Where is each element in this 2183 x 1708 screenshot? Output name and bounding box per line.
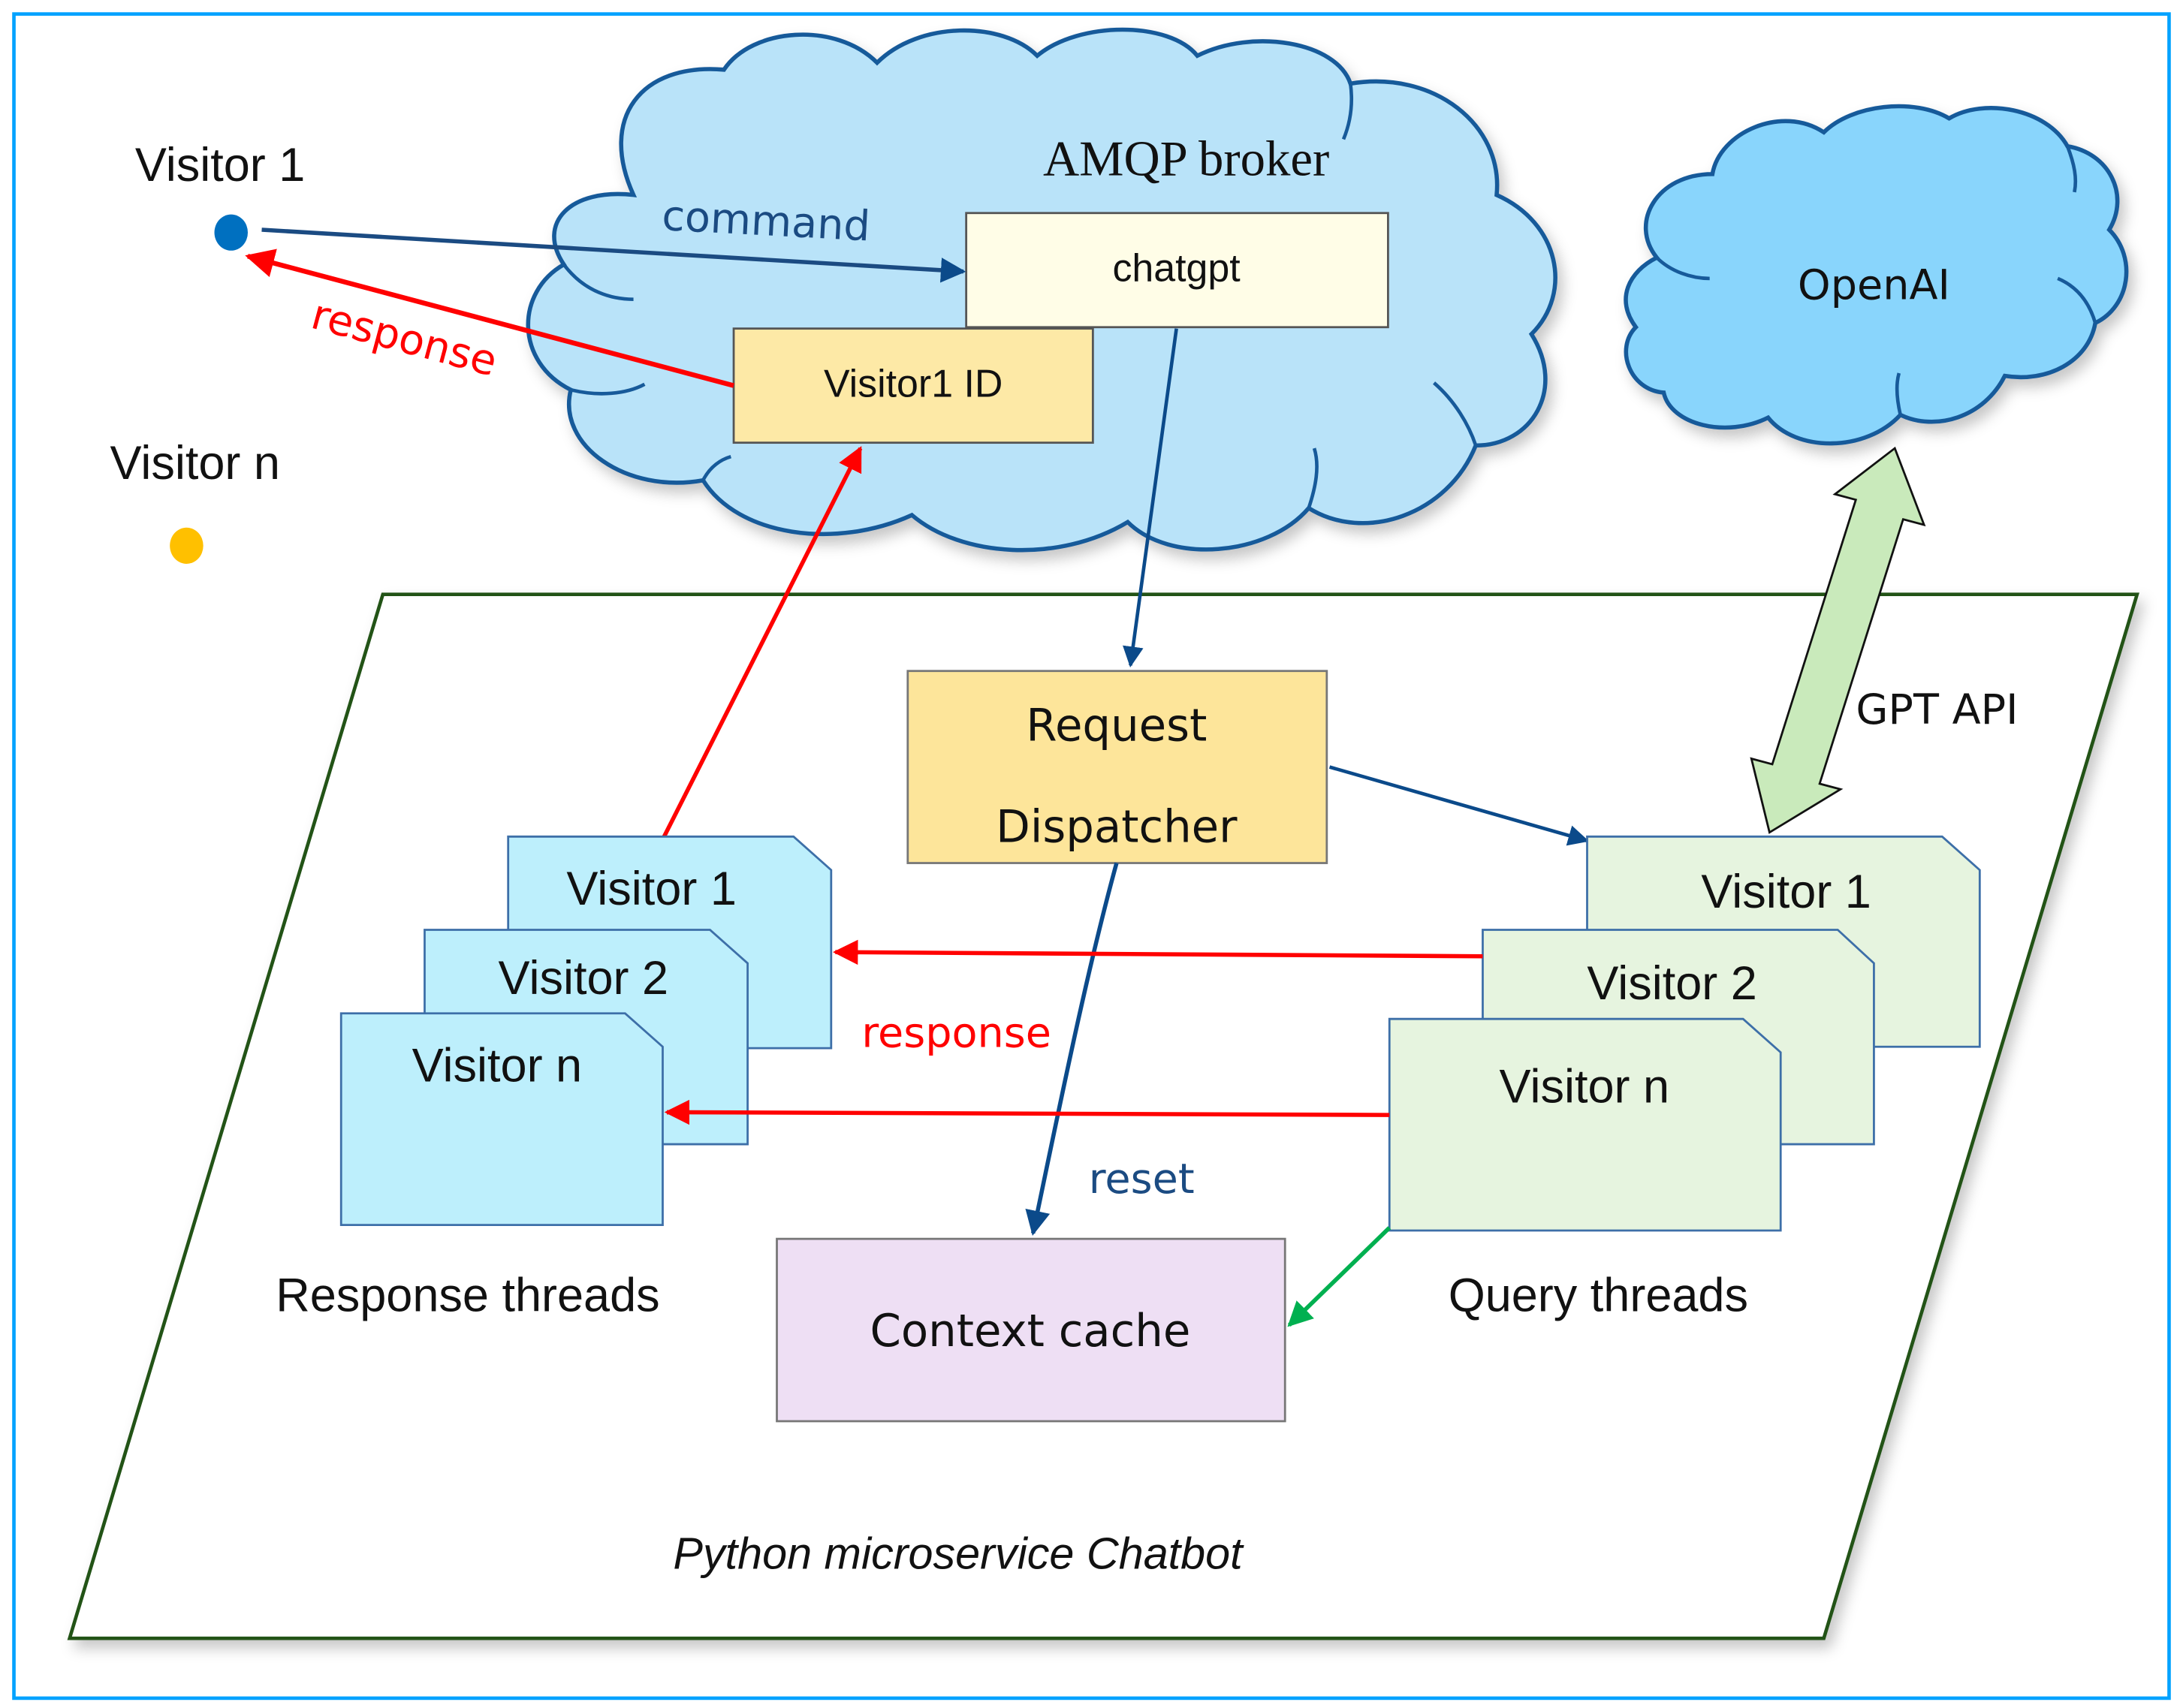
gpt-api-arrow (1750, 446, 1926, 834)
openai-cloud (1624, 104, 2129, 446)
dispatcher-to-query-arrow (1328, 765, 1590, 846)
query-thread-label: Visitor 1 (1701, 866, 1871, 918)
context-cache-label: Context cache (870, 1305, 1190, 1357)
response-thread-card[interactable] (339, 1012, 664, 1226)
visitor1-id-queue[interactable] (732, 327, 1094, 444)
microservice-title: Python microservice Chatbot (673, 1529, 1244, 1579)
cloud-bump-line (562, 83, 1478, 509)
gpt-api-label: GPT API (1856, 685, 2018, 734)
response-thread-to-queue-arrow (661, 446, 863, 841)
visitor1-id-queue-label: Visitor1 ID (824, 362, 1003, 405)
chatgpt-to-dispatcher-arrow (1123, 328, 1178, 668)
openai-cloud-bump-line (1655, 145, 2097, 416)
response-arrow-visitor1 (245, 249, 734, 388)
response-arrow-threadn (664, 1099, 1390, 1125)
amqp-broker-label: AMQP broker (1043, 132, 1329, 187)
response-thread-label: Visitor 2 (499, 952, 669, 1005)
query-thread-label: Visitor 2 (1587, 957, 1756, 1010)
query-to-cache-arrow (1287, 1226, 1392, 1327)
query-threads-caption: Query threads (1449, 1270, 1748, 1322)
visitorn-dot-icon[interactable] (170, 527, 204, 564)
reset-arrow (1025, 862, 1119, 1236)
dispatcher-line1: Request (1026, 699, 1207, 751)
response-thread-label: Visitor n (412, 1040, 583, 1092)
command-label: command (661, 191, 872, 251)
dispatcher-line2: Dispatcher (996, 801, 1238, 853)
visitor1-dot-icon[interactable] (214, 214, 249, 251)
query-thread-label: Visitor n (1500, 1060, 1669, 1113)
chatgpt-queue[interactable] (965, 212, 1389, 329)
request-dispatcher[interactable] (906, 670, 1328, 864)
context-cache[interactable] (776, 1237, 1286, 1423)
reset-label: reset (1089, 1155, 1195, 1203)
visitor1-label: Visitor 1 (135, 139, 306, 191)
response-threads-stack: Visitor 1 Visitor 2 Visitor n (339, 835, 833, 1226)
chatgpt-queue-label: chatgpt (1112, 247, 1241, 291)
query-thread-card[interactable] (1388, 1017, 1782, 1232)
response-arrow-thread1 (833, 939, 1483, 965)
query-threads-stack: Visitor 1 Visitor 2 Visitor n (1388, 835, 1981, 1232)
command-arrow (261, 227, 966, 283)
response-label-internal: response (861, 1008, 1051, 1057)
response-threads-caption: Response threads (276, 1270, 659, 1322)
visitorn-label: Visitor n (110, 437, 280, 490)
response-thread-label: Visitor 1 (566, 863, 737, 915)
openai-label: OpenAI (1798, 261, 1950, 310)
